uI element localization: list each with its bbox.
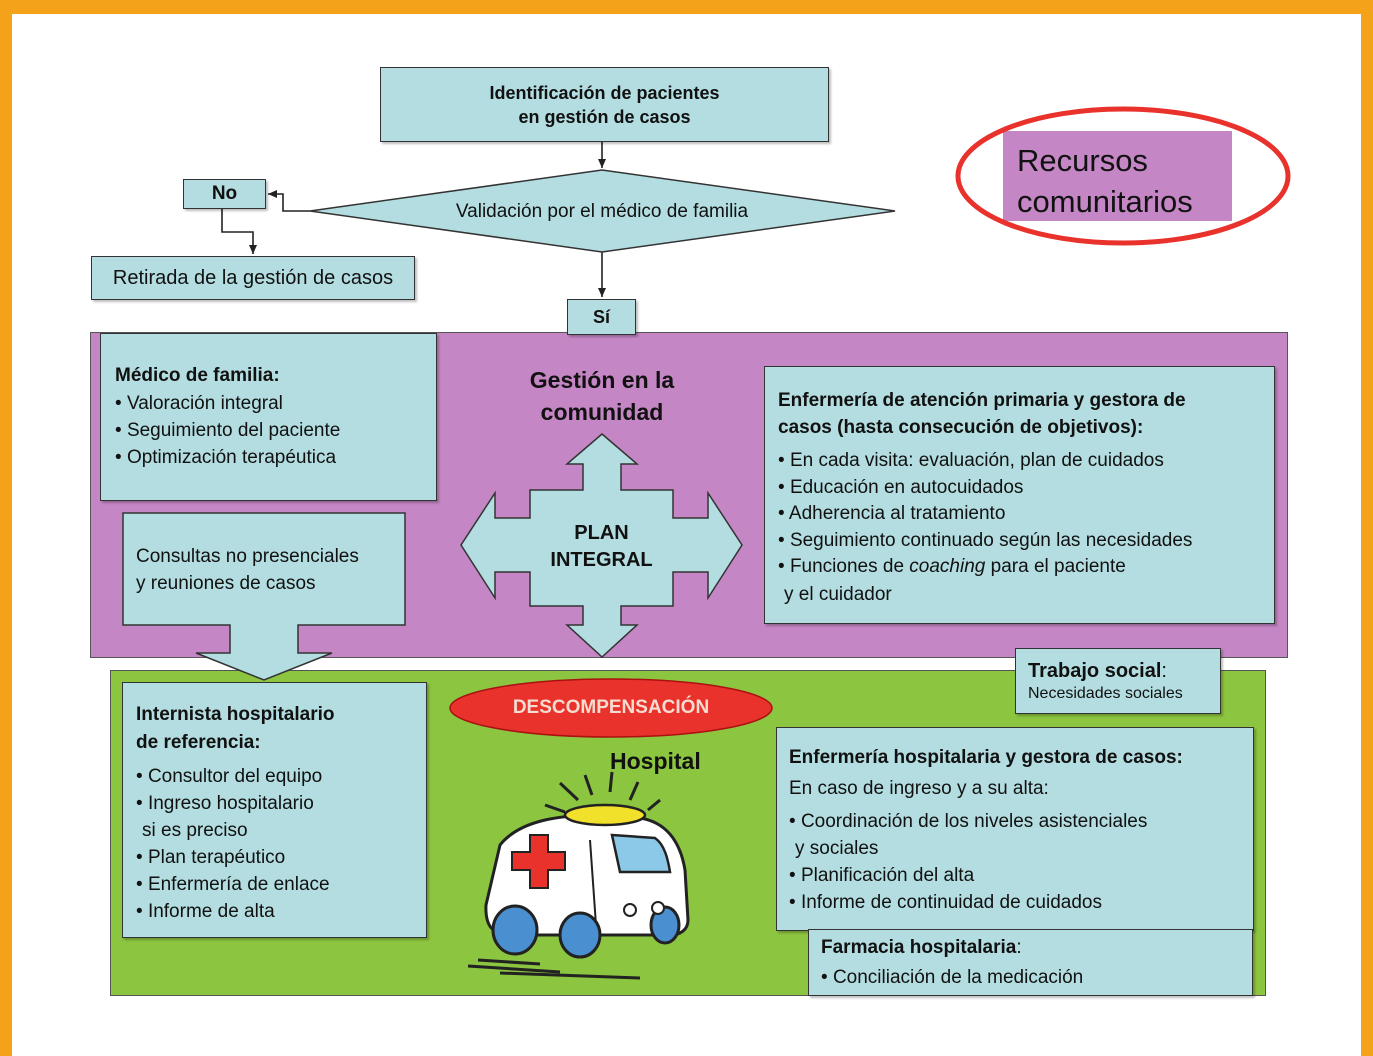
pharmacy-title: Farmacia hospitalaria: [821, 937, 1022, 958]
primary-nursing-title: Enfermería de atención primaria y gestor… [778, 390, 1186, 438]
list-item: En cada visita: evaluación, plan de cuid… [778, 448, 1274, 475]
hospital-label: Hospital [610, 748, 701, 774]
social-work-title: Trabajo social: [1028, 660, 1167, 682]
list-item: Seguimiento continuado según las necesid… [778, 528, 1274, 555]
internist-box: Internista hospitalario de referencia: C… [122, 682, 427, 938]
consultations-arrow-shape [122, 512, 406, 681]
primary-nursing-cont: y el cuidador [784, 583, 892, 605]
family-doctor-title: Médico de familia: [115, 365, 280, 386]
internist-list: Consultor del equipo Ingreso hospitalari… [136, 763, 426, 817]
decompensation-label: DESCOMPENSACIÓN [512, 697, 710, 718]
list-item: Optimización terapéutica [115, 444, 436, 471]
family-doctor-list: Valoración integral Seguimiento del paci… [115, 390, 436, 471]
social-work-box: Trabajo social: Necesidades sociales [1015, 648, 1221, 714]
hospital-nursing-intro: En caso de ingreso y a su alta: [789, 778, 1049, 799]
list-item: Planificación del alta [789, 862, 1253, 889]
list-item: Consultor del equipo [136, 763, 426, 790]
hospital-nursing-box: Enfermería hospitalaria y gestora de cas… [776, 727, 1254, 931]
internist-item-cont: si es preciso [142, 820, 248, 841]
no-box: No [183, 179, 266, 209]
list-item: Enfermería de enlace [136, 871, 426, 898]
list-item: Plan terapéutico [136, 844, 426, 871]
list-item: Coordinación de los niveles asistenciale… [789, 808, 1253, 835]
list-item: Conciliación de la medicación [821, 964, 1252, 991]
list-item: Valoración integral [115, 390, 436, 417]
hospital-nursing-title: Enfermería hospitalaria y gestora de cas… [789, 747, 1183, 768]
resources-ring [955, 106, 1291, 246]
family-doctor-box: Médico de familia: Valoración integral S… [100, 333, 437, 501]
social-work-subtitle: Necesidades sociales [1028, 685, 1183, 702]
plan-integral-label: PLAN INTEGRAL [550, 522, 653, 571]
list-item: Adherencia al tratamiento [778, 501, 1274, 528]
consultations-label: Consultas no presenciales y reuniones de… [136, 546, 359, 594]
identification-line1: Identificación de pacientes [489, 82, 720, 103]
decompensation-ellipse [449, 678, 773, 738]
yes-box: Sí [567, 299, 636, 335]
validation-label: Validación por el médico de familia [455, 201, 749, 222]
identification-line2: en gestión de casos [518, 106, 691, 127]
arrow-no-to-withdrawal [221, 208, 257, 254]
ambulance-illustration [467, 771, 690, 980]
plan-integral-arrow-shape [460, 433, 743, 659]
resources-label: Recursos comunitarios [1017, 143, 1193, 219]
list-item: Ingreso hospitalario [136, 790, 426, 817]
arrow-validation-to-no [268, 190, 310, 212]
resources-box [1003, 131, 1232, 221]
identification-box: Identificación de pacientes en gestión d… [380, 67, 829, 142]
list-item: Educación en autocuidados [778, 475, 1274, 502]
primary-nursing-box: Enfermería de atención primaria y gestor… [764, 366, 1275, 624]
list-item: Seguimiento del paciente [115, 417, 436, 444]
validation-diamond [309, 169, 896, 253]
primary-nursing-list: En cada visita: evaluación, plan de cuid… [778, 448, 1274, 581]
withdrawal-box: Retirada de la gestión de casos [91, 256, 415, 300]
pharmacy-box: Farmacia hospitalaria: Conciliación de l… [808, 929, 1253, 996]
hospital-nursing-item-cont: y sociales [795, 838, 879, 859]
list-item: Informe de alta [136, 898, 426, 925]
list-item: Funciones de coaching para el paciente [778, 554, 1274, 581]
internist-title: Internista hospitalario de referencia: [136, 704, 335, 753]
community-title: Gestión en la comunidad [529, 367, 675, 425]
list-item: Informe de continuidad de cuidados [789, 889, 1253, 916]
